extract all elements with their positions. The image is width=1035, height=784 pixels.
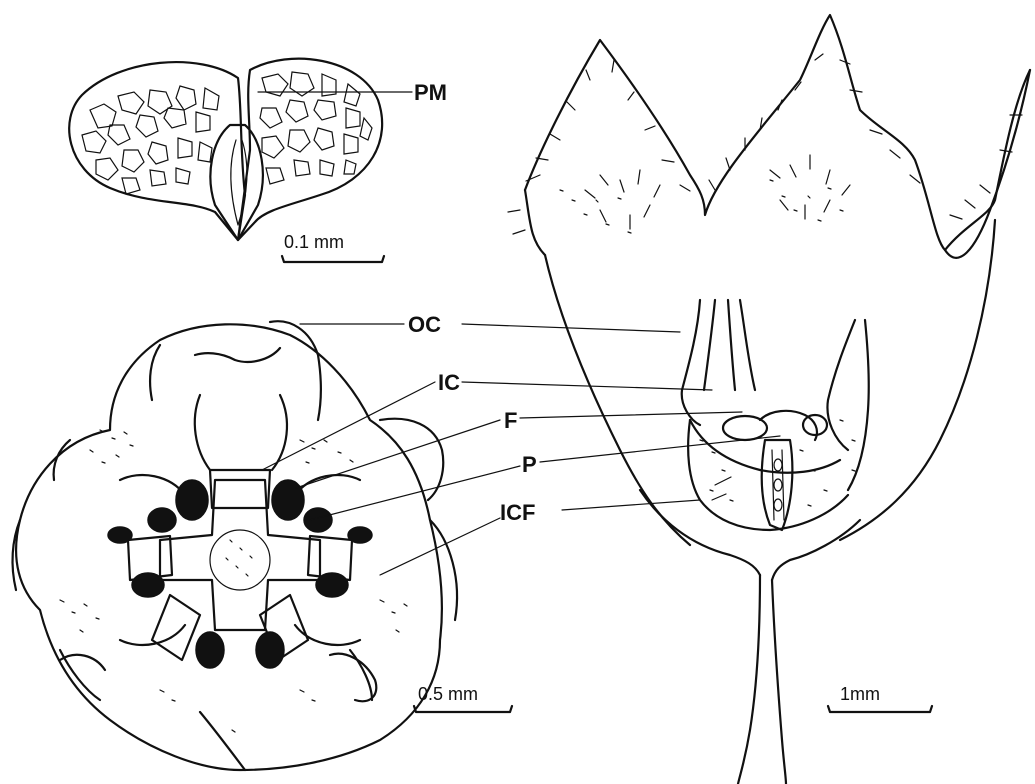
corona-stipple — [60, 430, 407, 732]
f-leader-right — [520, 412, 742, 418]
pollinium-mass — [148, 508, 176, 532]
label-pm: PM — [414, 80, 447, 105]
label-ic: IC — [438, 370, 460, 395]
pollinium-mass — [176, 480, 208, 520]
pollinium-mass — [272, 480, 304, 520]
pollinium-mass — [132, 573, 164, 597]
scale-bar-flower — [828, 706, 932, 712]
label-p: P — [522, 452, 537, 477]
pollinium-mass — [304, 508, 332, 532]
gynostegium-stipple — [700, 420, 855, 506]
scale-label-pollinia: 0.1 mm — [284, 232, 344, 252]
scale-bar-pollinia — [282, 256, 384, 262]
flower-section-drawing: OC IC F P ICF 1mm — [262, 15, 1030, 784]
pollinium-mass — [348, 527, 372, 543]
pollinium-mass — [256, 632, 284, 668]
label-f: F — [504, 408, 517, 433]
flower-hairs — [508, 54, 1022, 234]
p-leader-right — [540, 436, 780, 462]
icf-leader-right — [562, 500, 700, 510]
scale-label-flower: 1mm — [840, 684, 880, 704]
scale-label-corona: 0.5 mm — [418, 684, 478, 704]
pollinia-drawing: PM 0.1 mm — [69, 59, 447, 262]
pollinium-mass — [196, 632, 224, 668]
label-oc: OC — [408, 312, 441, 337]
oc-leader-right — [462, 324, 680, 332]
pollinium-mass — [108, 527, 132, 543]
label-icf: ICF — [500, 500, 535, 525]
pollinium-mass — [316, 573, 348, 597]
f-leader-left — [296, 420, 500, 488]
ic-leader-right — [462, 382, 712, 390]
pollinium-texture — [82, 72, 372, 194]
scale-bar-corona — [414, 706, 512, 712]
